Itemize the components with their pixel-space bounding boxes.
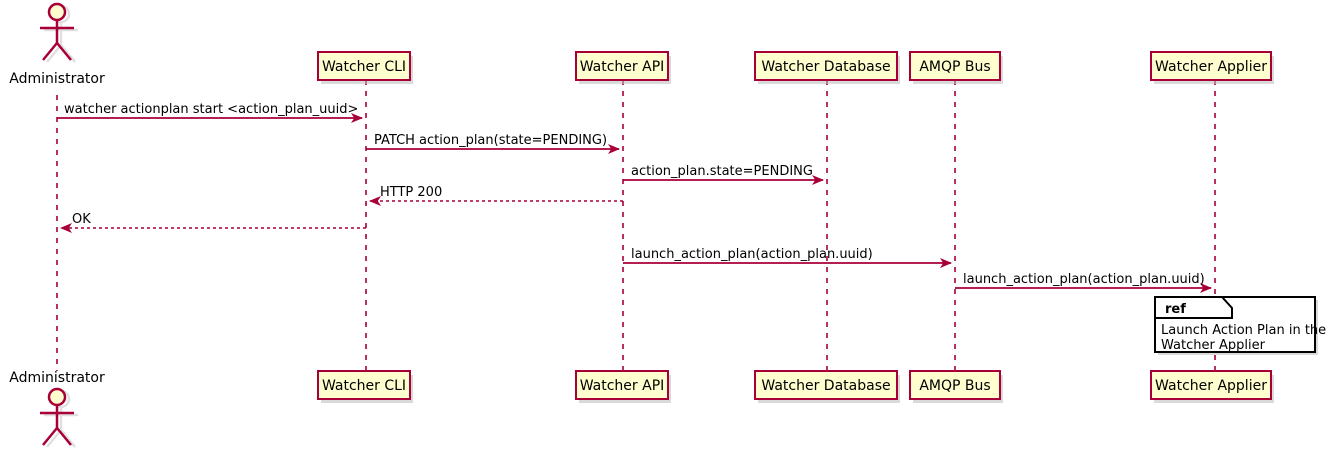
actor-label-administrator-top: Administrator	[9, 71, 105, 87]
participant-label-watcher-applier-top: Watcher Applier	[1155, 59, 1267, 75]
box-fill	[575, 51, 669, 81]
participant-label-watcher-database-top: Watcher Database	[761, 59, 890, 75]
message-ok[interactable]: OK	[60, 212, 366, 233]
actor-leg-left	[42, 427, 58, 446]
ref-body-line-2: Watcher Applier	[1161, 338, 1266, 353]
participant-box-watcher-applier-bottom[interactable]: Watcher Applier	[1150, 370, 1274, 403]
message-label: PATCH action_plan(state=PENDING)	[374, 133, 607, 148]
ref-keyword-label: ref	[1165, 302, 1186, 317]
ref-keyword-tab	[1154, 296, 1233, 319]
actor-label-administrator-bottom: Administrator	[9, 370, 105, 386]
box-fill	[1150, 51, 1272, 81]
box-fill	[909, 370, 1001, 400]
box-fill	[575, 370, 669, 400]
actor-head	[47, 387, 67, 407]
participant-label-amqp-bus-bottom: AMQP Bus	[919, 378, 990, 394]
actor-leg-right	[56, 427, 72, 446]
participant-box-watcher-api-bottom[interactable]: Watcher API	[575, 370, 671, 403]
message-action-plan-state-pending[interactable]: action_plan.state=PENDING	[623, 164, 824, 185]
message-label: launch_action_plan(action_plan.uuid)	[631, 247, 873, 262]
bottom-participant-boxes: Watcher CLI Watcher API Watcher Database…	[317, 370, 1274, 403]
participant-box-watcher-applier-top[interactable]: Watcher Applier	[1150, 51, 1274, 84]
message-label: watcher actionplan start <action_plan_uu…	[64, 102, 358, 117]
ref-fragment-launch-action-plan[interactable]: ref Launch Action Plan in the Watcher Ap…	[1154, 296, 1326, 355]
box-fill	[909, 51, 1001, 81]
box-fill	[754, 370, 898, 400]
participant-box-watcher-cli-top[interactable]: Watcher CLI	[317, 51, 413, 84]
message-watcher-actionplan-start[interactable]: watcher actionplan start <action_plan_uu…	[57, 102, 363, 123]
messages-group: watcher actionplan start <action_plan_uu…	[57, 102, 1212, 293]
message-label: action_plan.state=PENDING	[631, 164, 813, 179]
box-fill	[317, 51, 411, 81]
message-http-200[interactable]: HTTP 200	[369, 185, 623, 206]
actor-administrator-bottom[interactable]: Administrator	[9, 370, 105, 448]
participant-label-watcher-cli-bottom: Watcher CLI	[322, 378, 406, 394]
message-patch-action-plan[interactable]: PATCH action_plan(state=PENDING)	[366, 133, 620, 154]
participant-label-watcher-applier-bottom: Watcher Applier	[1155, 378, 1267, 394]
box-fill	[754, 51, 898, 81]
box-fill	[317, 370, 411, 400]
message-launch-action-plan-to-applier[interactable]: launch_action_plan(action_plan.uuid)	[955, 272, 1212, 293]
message-label: launch_action_plan(action_plan.uuid)	[963, 272, 1205, 287]
actor-leg-left	[42, 42, 58, 61]
participant-label-amqp-bus-top: AMQP Bus	[919, 59, 990, 75]
message-label: HTTP 200	[380, 185, 442, 200]
lifelines-group	[56, 80, 1216, 371]
participant-box-watcher-database-bottom[interactable]: Watcher Database	[754, 370, 900, 403]
message-label: OK	[72, 212, 91, 227]
actor-leg-right	[56, 42, 72, 61]
message-launch-action-plan-to-bus[interactable]: launch_action_plan(action_plan.uuid)	[623, 247, 952, 268]
participant-box-watcher-cli-bottom[interactable]: Watcher CLI	[317, 370, 413, 403]
ref-body-line-1: Launch Action Plan in the	[1161, 323, 1326, 338]
participant-box-watcher-api-top[interactable]: Watcher API	[575, 51, 671, 84]
participant-box-watcher-database-top[interactable]: Watcher Database	[754, 51, 900, 84]
actor-head	[47, 2, 67, 22]
participant-box-amqp-bus-top[interactable]: AMQP Bus	[909, 51, 1003, 84]
participant-label-watcher-cli-top: Watcher CLI	[322, 59, 406, 75]
participant-label-watcher-api-bottom: Watcher API	[580, 378, 665, 394]
actor-administrator-top[interactable]: Administrator	[9, 2, 105, 87]
top-participant-boxes: Watcher CLI Watcher API Watcher Database…	[317, 51, 1274, 84]
participant-box-amqp-bus-bottom[interactable]: AMQP Bus	[909, 370, 1003, 403]
participant-label-watcher-database-bottom: Watcher Database	[761, 378, 890, 394]
box-fill	[1150, 370, 1272, 400]
participant-label-watcher-api-top: Watcher API	[580, 59, 665, 75]
